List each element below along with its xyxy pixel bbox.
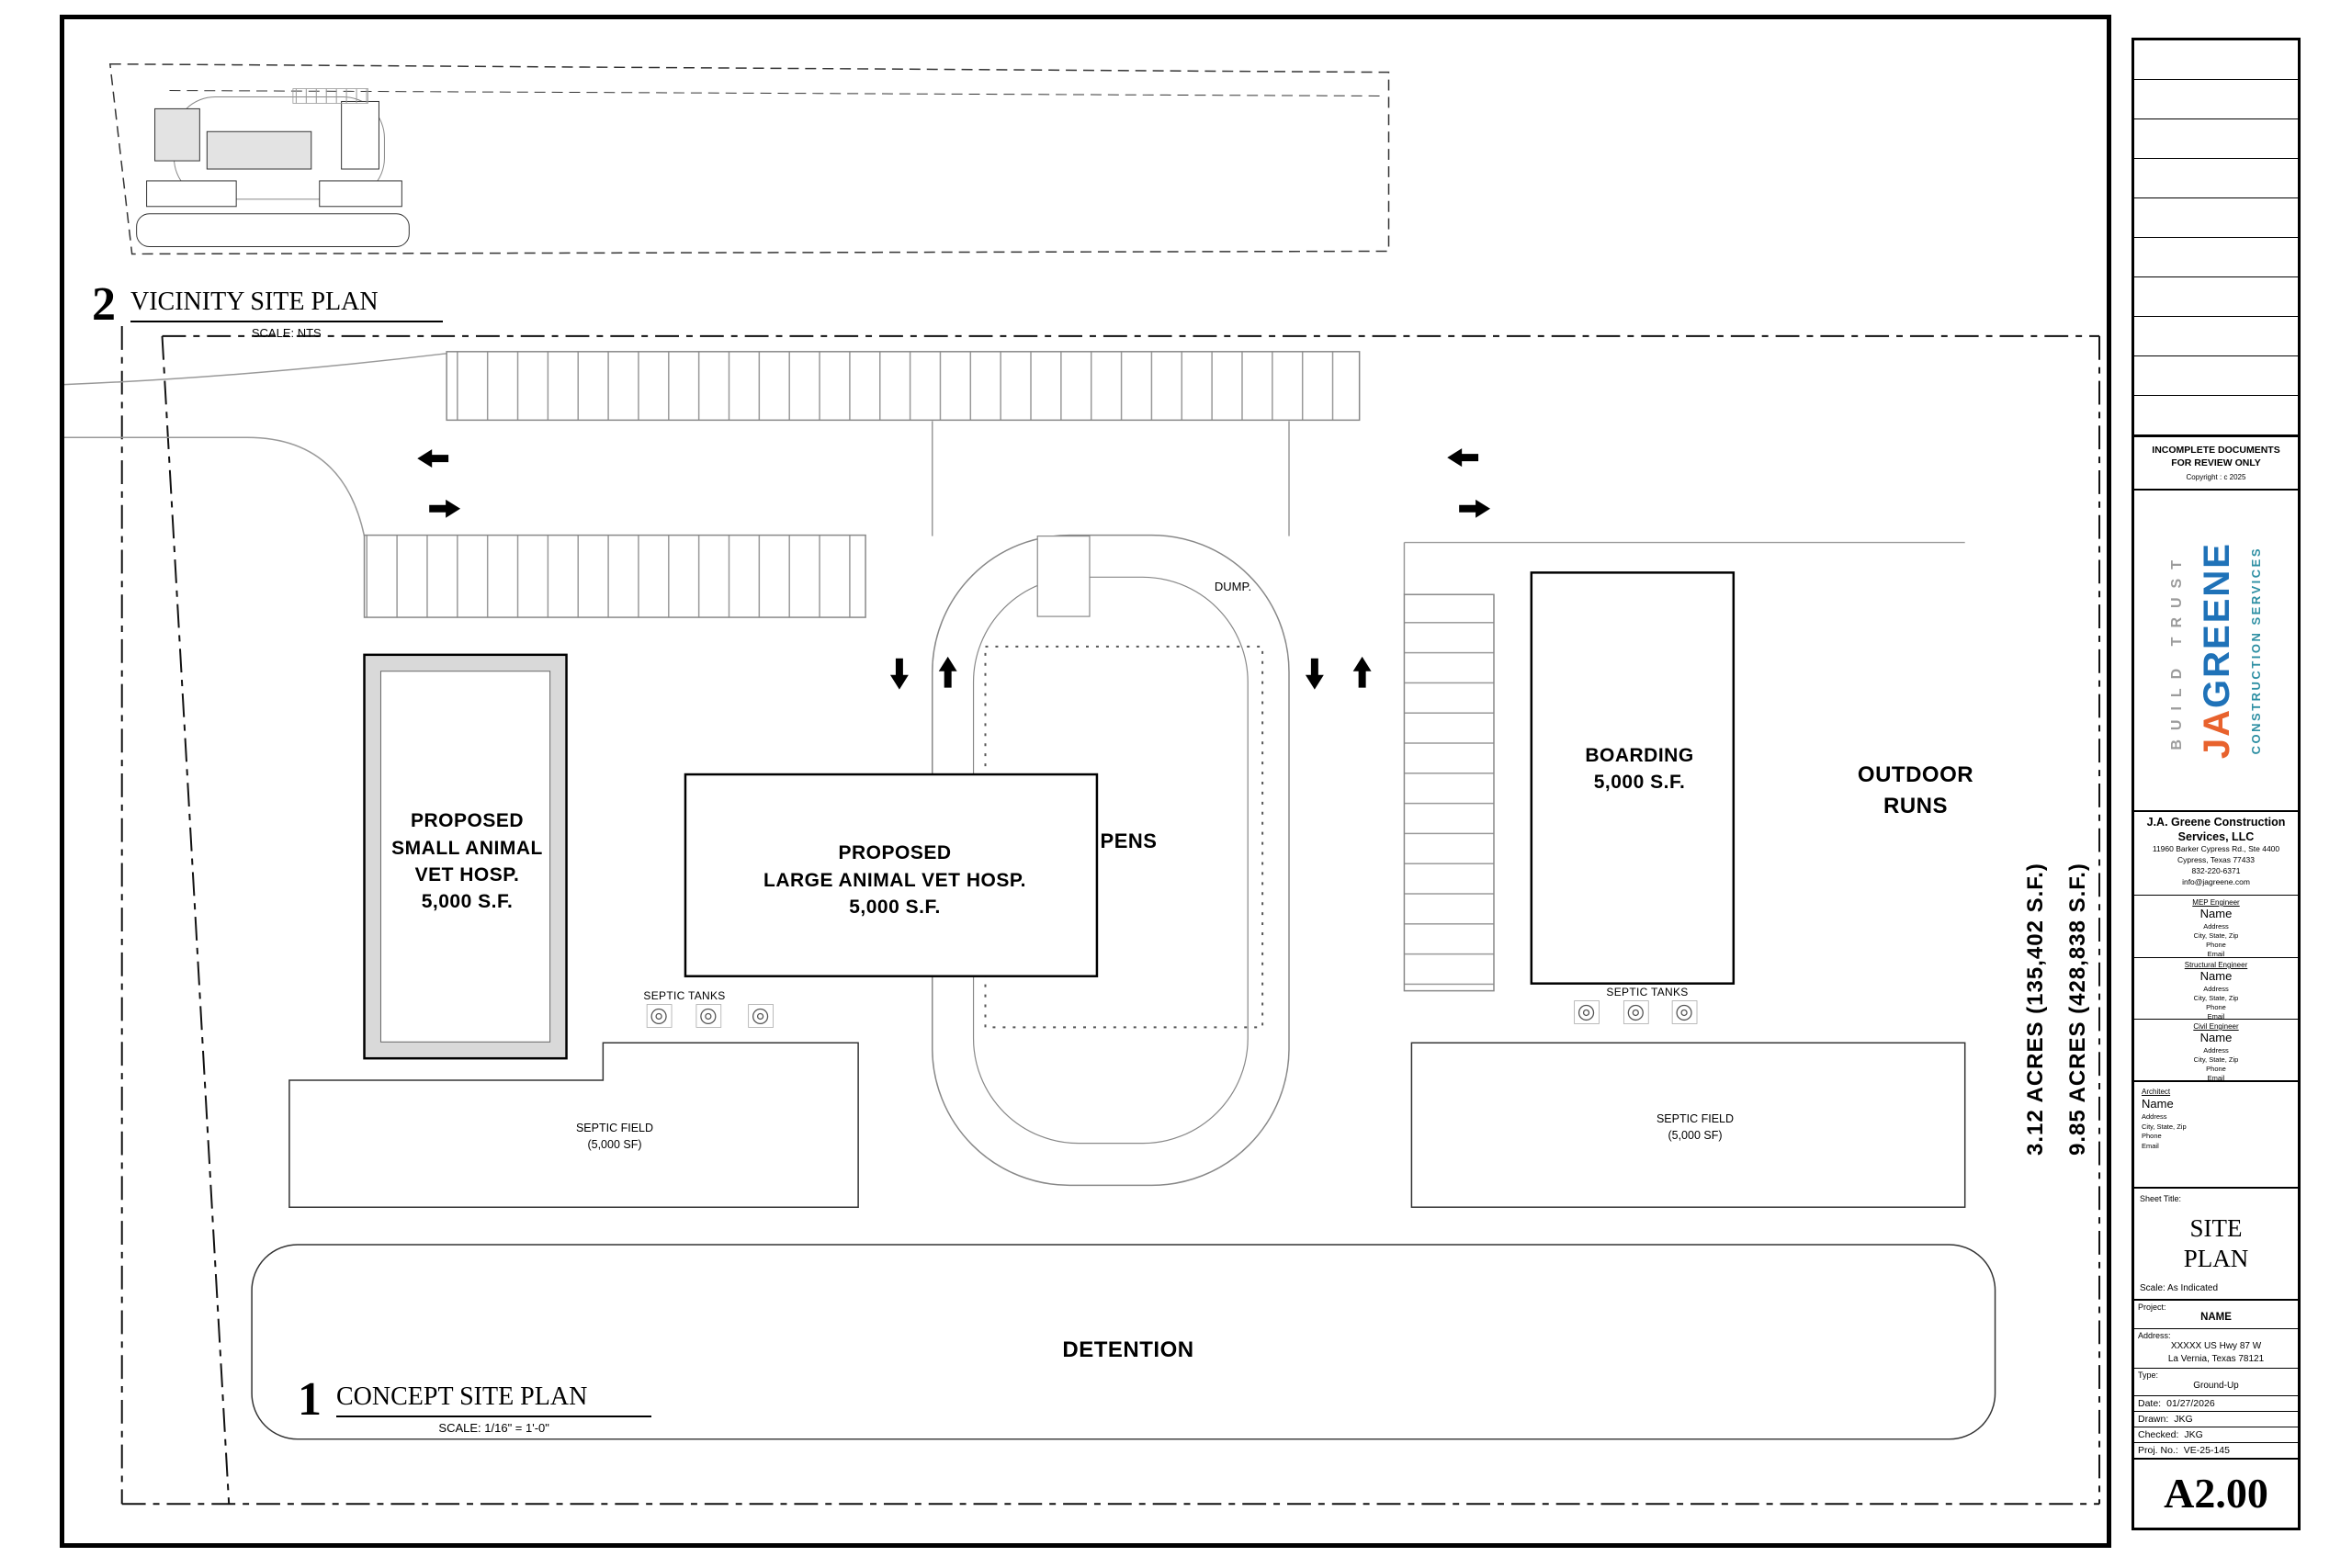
parking-row-top [446,351,1361,422]
build-trust-text: BUILD TRUST [2169,550,2185,750]
arrow-right-icon [429,499,461,518]
revision-row [2134,119,2298,159]
review-note: INCOMPLETE DOCUMENTS FOR REVIEW ONLY Cop… [2134,435,2298,489]
scale-note: Scale: As Indicated [2140,1283,2219,1293]
greene-logo-text: GREENE [2197,541,2237,708]
arrow-left-icon [417,449,449,468]
drawn-row: Drawn: JKG [2134,1410,2298,1427]
project-name: NAME [2200,1312,2232,1323]
vicinity-title-text: VICINITY SITE PLAN [130,282,443,322]
septic-tanks-right-symbols [1574,1000,1698,1024]
company-address: 11960 Barker Cypress Rd., Ste 4400 [2152,844,2280,854]
septic-tanks-right-label: SEPTIC TANKS [1606,986,1689,998]
traffic-flow-arrows [417,448,1491,690]
revision-table [2134,40,2298,435]
concept-scale-text: SCALE: 1/16" = 1'-0" [438,1421,549,1435]
jagreene-wordmark: JAGREENE [2197,542,2238,759]
sheet-title-block: Sheet Title: SITE PLAN Scale: As Indicat… [2134,1187,2298,1299]
arrow-down-icon [889,658,909,690]
septic-tanks-left-label: SEPTIC TANKS [643,989,726,1002]
vicinity-parking-2 [319,180,402,208]
septic-field-left [288,1042,859,1208]
boarding-building [1530,571,1736,985]
revision-row [2134,198,2298,238]
arrow-down-icon [1305,658,1324,690]
revision-row [2134,356,2298,396]
pens-label: PENS [1100,829,1158,853]
copyright-note: Copyright : c 2025 [2186,472,2246,481]
company-logo: BUILD TRUST JAGREENE CONSTRUCTION SERVIC… [2134,489,2298,810]
sheet-title-text: SITE PLAN [2183,1214,2249,1272]
vicinity-plan-shapes [108,62,1390,255]
large-hosp-label: PROPOSED LARGE ANIMAL VET HOSP. 5,000 S.… [763,842,1026,919]
company-info: J.A. Greene Construction Services, LLC 1… [2134,810,2298,895]
vicinity-building-2 [206,130,312,170]
revision-row [2134,277,2298,317]
vicinity-scale-text: SCALE: NTS [251,326,322,340]
vicinity-detention [136,213,410,248]
acreage-outer-label: 9.85 ACRES (428,838 S.F.) [2065,863,2090,1156]
company-email: info@jagreene.com [2182,876,2250,886]
acreage-inner-label: 3.12 ACRES (135,402 S.F.) [2023,863,2048,1156]
parking-column-right [1403,593,1495,992]
revision-row [2134,238,2298,277]
civil-engineer-block: Civil Engineer Name Address City, State,… [2134,1019,2298,1082]
detention-label: DETENTION [1062,1337,1194,1362]
septic-field-left-label: SEPTIC FIELD (5,000 SF) [575,1122,654,1152]
outdoor-runs-label: OUTDOOR RUNS [1857,762,1974,818]
mep-engineer-block: MEP Engineer Name Address City, State, Z… [2192,898,2240,959]
septic-field-right-label: SEPTIC FIELD (5,000 SF) [1656,1112,1735,1143]
vicinity-parking-1 [146,180,237,208]
dump-label: DUMP. [1214,580,1252,593]
vicinity-parking-strip [292,88,368,104]
arrow-right-icon [1459,499,1491,518]
sheet-number: A2.00 [2134,1457,2298,1529]
consultant-list: MEP Engineer Name Address City, State, Z… [2134,895,2298,1082]
drawing-area: PROPOSED SMALL ANIMAL VET HOSP. 5,000 S.… [60,15,2111,1548]
parking-row-middle [363,534,866,618]
title-block: INCOMPLETE DOCUMENTS FOR REVIEW ONLY Cop… [2132,38,2301,1530]
arrow-left-icon [1447,448,1479,468]
pens-area [984,645,1264,1029]
large-animal-hospital [684,773,1099,977]
boarding-label: BOARDING 5,000 S.F. [1585,744,1694,793]
company-phone: 832-220-6371 [2191,866,2241,876]
revision-row [2134,80,2298,119]
checked-row: Checked: JKG [2134,1426,2298,1442]
construction-services-text: CONSTRUCTION SERVICES [2249,546,2263,755]
septic-tanks-left-symbols [646,1004,774,1028]
vicinity-building-1 [154,107,200,162]
small-hosp-label: PROPOSED SMALL ANIMAL VET HOSP. 5,000 S.… [391,810,543,913]
property-boundary [120,325,2101,1506]
arrow-up-icon [938,656,957,688]
project-number-row: Proj. No.: VE-25-145 [2134,1441,2298,1458]
septic-field-right [1410,1042,1966,1208]
revision-row [2134,396,2298,435]
concept-plan-title: 1 CONCEPT SITE PLAN SCALE: 1/16" = 1'-0" [298,1373,652,1435]
concept-title-text: CONCEPT SITE PLAN [336,1377,652,1417]
ja-logo-text: JA [2197,707,2237,760]
dumpster-enclosure [1036,536,1091,617]
date-row: Date: 01/27/2026 [2134,1394,2298,1411]
project-block: Project: NAME Address: XXXXX US Hwy 87 W… [2134,1299,2298,1528]
project-type: Ground-Up [2193,1381,2239,1391]
detention-basin [251,1244,1996,1440]
vicinity-building-3 [341,100,379,170]
revision-row [2134,40,2298,80]
concept-detail-number: 1 [298,1373,322,1426]
structural-engineer-block: Structural Engineer Name Address City, S… [2134,957,2298,1021]
vicinity-detail-number: 2 [92,278,116,331]
project-address-1: XXXXX US Hwy 87 W [2170,1341,2262,1351]
drive-edges [64,353,1965,595]
arrow-up-icon [1352,656,1372,688]
small-animal-hospital [363,653,568,1060]
project-address-2: La Vernia, Texas 78121 [2167,1353,2265,1364]
revision-row [2134,317,2298,356]
architect-block: Architect Name Address City, State, Zip … [2134,1080,2298,1187]
plan-linework [64,62,2101,1506]
vicinity-plan-title: 2 VICINITY SITE PLAN SCALE: NTS [92,278,443,340]
revision-row [2134,159,2298,198]
